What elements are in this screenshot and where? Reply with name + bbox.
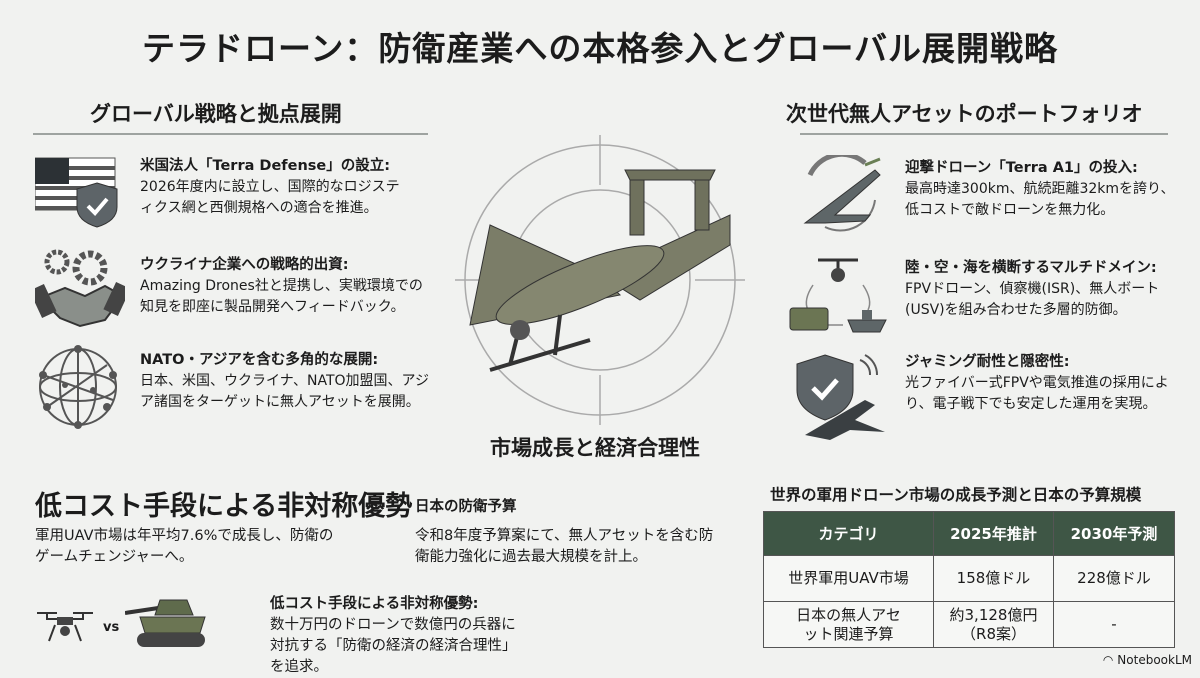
- item-body: Amazing Drones社と提携し、実戦環境での知見を即座に製品開発へフィー…: [140, 278, 423, 315]
- left-item-2: ウクライナ企業への戦略的出資: Amazing Drones社と提携し、実戦環境…: [140, 255, 470, 318]
- item-body: FPVドローン、偵察機(ISR)、無人ボート(USV)を組み合わせた多層的防御。: [905, 281, 1160, 318]
- item-title: ジャミング耐性と隠密性:: [905, 354, 1070, 370]
- item-title: ウクライナ企業への戦略的出資:: [140, 257, 349, 273]
- market-table: カテゴリ 2025年推計 2030年予測 世界軍用UAV市場 158億ドル 22…: [763, 511, 1175, 648]
- cell: 158億ドル: [933, 555, 1054, 602]
- item-body: 日本、米国、ウクライナ、NATO加盟国、アジア諸国をターゲットに無人アセットを展…: [140, 373, 429, 410]
- divider: [800, 133, 1168, 135]
- budget-heading: 日本の防衛予算: [415, 499, 517, 515]
- interceptor-jet-icon: [803, 155, 881, 232]
- detail-body: 数十万円のドローンで数億円の兵器に対抗する「防衛の経済の経済合理性」を追求。: [270, 617, 517, 675]
- shield-stealth-jet-icon: [796, 354, 885, 440]
- col-header: カテゴリ: [763, 511, 934, 556]
- left-item-3: NATO・アジアを含む多角的な展開: 日本、米国、ウクライナ、NATO加盟国、ア…: [140, 350, 470, 413]
- table-title: 世界の軍用ドローン市場の成長予測と日本の予算規模: [770, 486, 1142, 504]
- item-title: 迎撃ドローン「Terra A1」の投入:: [905, 160, 1138, 176]
- item-body: 2026年度内に設立し、国際的なロジスティクス網と西側規格への適合を推進。: [140, 179, 400, 216]
- global-network-icon: [39, 345, 117, 429]
- notebooklm-logo-icon: ◠: [1102, 653, 1114, 667]
- tank-icon: [125, 599, 206, 647]
- cell: 世界軍用UAV市場: [763, 555, 934, 602]
- table-header-row: カテゴリ 2025年推計 2030年予測: [763, 511, 1175, 556]
- asymmetric-heading: 低コスト手段による非対称優勢: [35, 491, 413, 522]
- detail-title: 低コスト手段による非対称優勢:: [270, 596, 479, 612]
- asymmetric-detail: 低コスト手段による非対称優勢: 数十万円のドローンで数億円の兵器に対抗する「防衛…: [270, 594, 570, 678]
- table-row: 日本の無人アセット関連予算 約3,128億円（R8案） -: [763, 601, 1175, 648]
- us-flag-shield-icon: [35, 157, 118, 228]
- item-body: 光ファイバー式FPVや電気推進の採用により、電子戦下でも安定した運用を実現。: [905, 375, 1169, 412]
- drone-icon: [37, 612, 93, 642]
- table-row: 世界軍用UAV市場 158億ドル 228億ドル: [763, 555, 1175, 602]
- item-title: 陸・空・海を横断するマルチドメイン:: [905, 260, 1157, 276]
- cell: 228億ドル: [1053, 555, 1175, 602]
- right-item-2: 陸・空・海を横断するマルチドメイン: FPVドローン、偵察機(ISR)、無人ボー…: [905, 258, 1200, 321]
- col-header: 2030年予測: [1053, 511, 1175, 556]
- cell: 約3,128億円（R8案）: [933, 601, 1054, 648]
- drone-illustration: [455, 135, 745, 425]
- market-growth-text: 軍用UAV市場は年平均7.6%で成長し、防衛のゲームチェンジャーへ。: [35, 528, 334, 565]
- center-label: 市場成長と経済合理性: [490, 436, 700, 460]
- multi-domain-icon: [789, 258, 887, 333]
- cell: 日本の無人アセット関連予算: [763, 601, 934, 648]
- right-section-heading: 次世代無人アセットのポートフォリオ: [786, 102, 1143, 126]
- page-title: テラドローン：防衛産業への本格参入とグローバル展開戦略: [141, 29, 1059, 68]
- divider: [33, 133, 428, 135]
- vs-label: vs: [103, 620, 120, 635]
- cell: -: [1053, 601, 1175, 648]
- brand-text: NotebookLM: [1117, 653, 1192, 667]
- right-item-1: 迎撃ドローン「Terra A1」の投入: 最高時達300km、航続距離32kmを…: [905, 158, 1200, 221]
- left-section-heading: グローバル戦略と拠点展開: [90, 102, 342, 126]
- item-title: NATO・アジアを含む多角的な展開:: [140, 352, 379, 368]
- left-item-1: 米国法人「Terra Defense」の設立: 2026年度内に設立し、国際的な…: [140, 156, 470, 219]
- item-title: 米国法人「Terra Defense」の設立:: [140, 158, 391, 174]
- right-item-3: ジャミング耐性と隠密性: 光ファイバー式FPVや電気推進の採用により、電子戦下で…: [905, 352, 1200, 415]
- budget-text: 令和8年度予算案にて、無人アセットを含む防衛能力強化に過去最大規模を計上。: [415, 528, 714, 565]
- notebooklm-brand: ◠ NotebookLM: [1103, 653, 1192, 667]
- col-header: 2025年推計: [933, 511, 1054, 556]
- handshake-gears-icon: [35, 249, 125, 328]
- item-body: 最高時達300km、航続距離32kmを誇り、低コストで敵ドローンを無力化。: [905, 181, 1175, 218]
